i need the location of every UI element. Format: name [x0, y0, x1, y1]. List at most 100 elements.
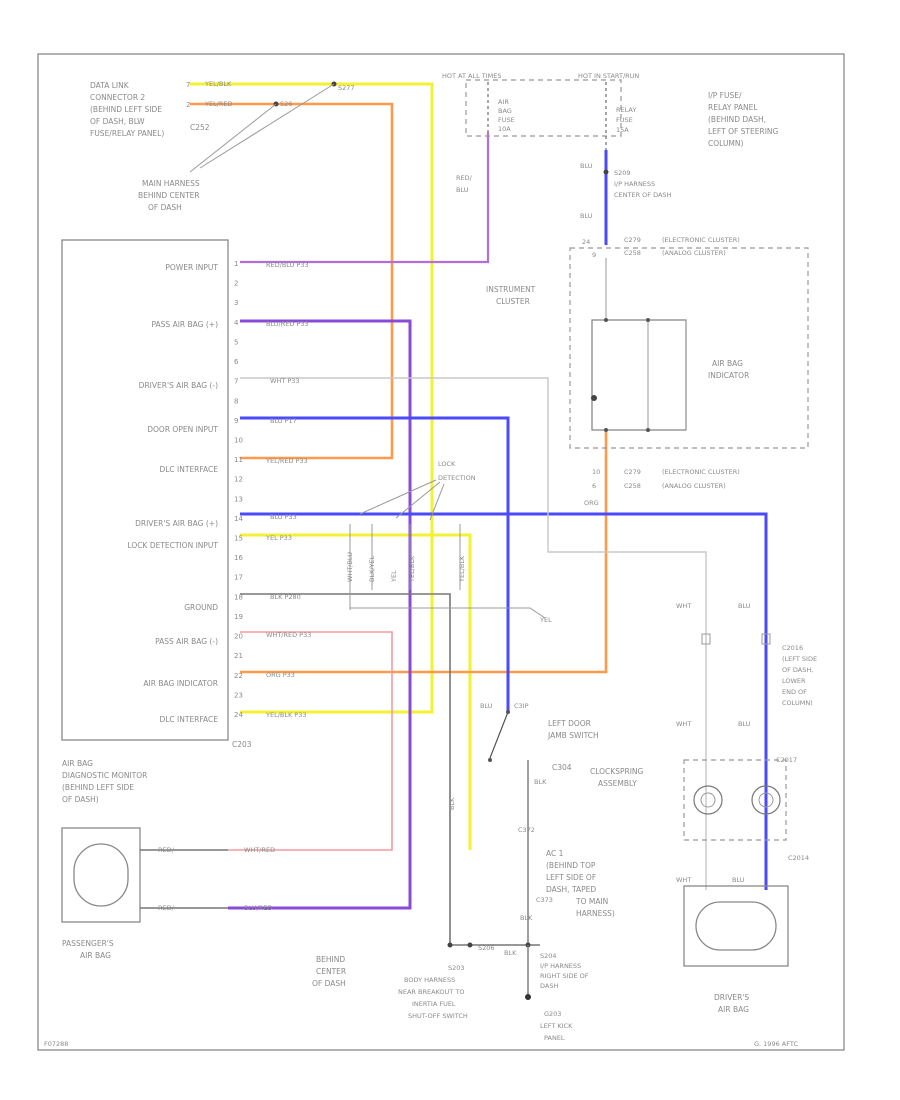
- monitor-wire-label: BLU/RED P33: [266, 320, 309, 328]
- pin-number: 17: [234, 574, 243, 582]
- c2016-pin-1: [701, 633, 711, 645]
- monitor-input-label: DLC INTERFACE: [159, 715, 218, 724]
- wire-blk-ground: [240, 593, 451, 945]
- monitor-wire-label: ORG P33: [266, 671, 295, 679]
- svg-text:INERTIA FUEL: INERTIA FUEL: [412, 1000, 456, 1008]
- c203-label: C203: [232, 740, 252, 749]
- pin-number: 15: [234, 535, 243, 543]
- pin-number: 1: [234, 260, 238, 268]
- air-bag-indicator-label: AIR BAG INDICATOR: [708, 359, 749, 380]
- svg-text:DETECTION: DETECTION: [438, 474, 476, 482]
- diagnostic-monitor-box: [61, 239, 229, 741]
- svg-text:AIR BAG: AIR BAG: [80, 951, 111, 960]
- clockspring-wires: WHT BLU: [676, 720, 751, 728]
- svg-text:CLOCKSPRING: CLOCKSPRING: [590, 767, 644, 776]
- svg-text:SHUT-OFF SWITCH: SHUT-OFF SWITCH: [408, 1012, 468, 1020]
- monitor-input-label: DRIVER'S AIR BAG (-): [139, 381, 218, 390]
- pin-number: 9: [234, 417, 238, 425]
- lock-leader-3: [429, 483, 445, 521]
- svg-text:AIR BAG: AIR BAG: [62, 759, 93, 768]
- g203-label: G203 LEFT KICK PANEL: [540, 1010, 573, 1042]
- clockspring-box: [683, 759, 787, 841]
- fuse-panel-label: I/P FUSE/ RELAY PANEL (BEHIND DASH, LEFT…: [708, 91, 779, 148]
- svg-text:LEFT DOOR: LEFT DOOR: [548, 719, 591, 728]
- svg-text:7: 7: [186, 81, 190, 89]
- svg-text:BLU: BLU: [738, 720, 751, 728]
- svg-text:LEFT KICK: LEFT KICK: [540, 1022, 573, 1030]
- svg-text:RED/: RED/: [158, 904, 175, 912]
- s206-label: S206: [478, 944, 495, 952]
- svg-text:WHT: WHT: [676, 602, 691, 610]
- svg-text:C3IP: C3IP: [514, 702, 529, 710]
- svg-text:BLU/RED: BLU/RED: [244, 904, 272, 912]
- clockspring-label: CLOCKSPRING ASSEMBLY: [590, 767, 644, 788]
- svg-text:RED/: RED/: [456, 174, 473, 182]
- svg-text:MAIN HARNESS: MAIN HARNESS: [142, 179, 200, 188]
- monitor-input-label: GROUND: [184, 603, 218, 612]
- pin-number: 3: [234, 299, 238, 307]
- svg-text:LOCK: LOCK: [438, 460, 456, 468]
- svg-text:YEL: YEL: [390, 570, 398, 583]
- acp-label: AC 1 (BEHIND TOP LEFT SIDE OF DASH, TAPE…: [546, 849, 615, 918]
- instrument-cluster-box: [569, 247, 809, 449]
- instrument-cluster-label: INSTRUMENT CLUSTER: [486, 285, 536, 306]
- pin-number: 16: [234, 554, 243, 562]
- driver-air-bag-icon: [695, 901, 777, 951]
- svg-text:YEL/RED: YEL/RED: [204, 100, 233, 108]
- svg-text:YEL/BLK: YEL/BLK: [408, 555, 416, 583]
- monitor-input-label: DLC INTERFACE: [159, 465, 218, 474]
- svg-text:OF DASH, BLW: OF DASH, BLW: [90, 117, 145, 126]
- svg-text:BLU: BLU: [480, 702, 493, 710]
- monitor-wire-label: BLU P17: [270, 417, 297, 425]
- monitor-input-label: PASS AIR BAG (-): [155, 637, 218, 646]
- svg-text:OF DASH,: OF DASH,: [782, 666, 813, 674]
- node-dot: [646, 318, 650, 322]
- svg-text:ASSEMBLY: ASSEMBLY: [598, 779, 637, 788]
- pin-number: 4: [234, 319, 239, 327]
- s204-label: S204 I/P HARNESS RIGHT SIDE OF DASH: [540, 952, 589, 990]
- pin-number: 7: [234, 378, 238, 386]
- svg-text:(LEFT SIDE: (LEFT SIDE: [782, 655, 817, 663]
- splice-dot-s209: [603, 169, 609, 175]
- svg-text:S204: S204: [540, 952, 557, 960]
- svg-text:(BEHIND LEFT SIDE: (BEHIND LEFT SIDE: [90, 105, 162, 114]
- svg-text:DATA LINK: DATA LINK: [90, 81, 130, 90]
- svg-text:BLK: BLK: [448, 797, 456, 810]
- blk-labels: BLK BLK BLK BLK: [448, 778, 547, 957]
- svg-text:LOWER: LOWER: [782, 677, 806, 685]
- blu-label-top: BLU: [580, 162, 593, 170]
- svg-text:INDICATOR: INDICATOR: [708, 371, 749, 380]
- monitor-wire-label: BLK P280: [270, 593, 301, 601]
- svg-text:(ELECTRONIC CLUSTER): (ELECTRONIC CLUSTER): [662, 236, 740, 244]
- svg-text:BLU: BLU: [738, 602, 751, 610]
- svg-text:10A: 10A: [498, 125, 511, 133]
- svg-text:OF DASH: OF DASH: [148, 203, 182, 212]
- svg-text:BODY HARNESS: BODY HARNESS: [404, 976, 455, 984]
- s209-label: S209 I/P HARNESS CENTER OF DASH: [614, 169, 672, 199]
- svg-text:I/P HARNESS: I/P HARNESS: [540, 962, 581, 970]
- monitor-input-label: AIR BAG INDICATOR: [143, 679, 218, 688]
- monitor-input-label: PASS AIR BAG (+): [152, 320, 219, 329]
- svg-text:BLU: BLU: [732, 876, 745, 884]
- svg-text:INSTRUMENT: INSTRUMENT: [486, 285, 536, 294]
- fuse-panel-box: [465, 79, 622, 137]
- svg-text:BAG: BAG: [498, 107, 512, 115]
- c2014-label: C2014: [788, 854, 809, 862]
- lock-detection-label: LOCK DETECTION: [438, 460, 476, 482]
- clockspring-coil-icon: [751, 785, 781, 815]
- pin-number: 23: [234, 691, 243, 699]
- splice-dot: [467, 942, 473, 948]
- cluster-connector-bottom: 10 6 C279 C258 (ELECTRONIC CLUSTER) (ANA…: [592, 468, 740, 490]
- svg-text:24: 24: [582, 238, 590, 246]
- svg-text:I/P FUSE/: I/P FUSE/: [708, 91, 742, 100]
- svg-text:JAMB SWITCH: JAMB SWITCH: [547, 731, 599, 740]
- door-jamb-switch: BLU C3IP LEFT DOOR JAMB SWITCH: [480, 702, 599, 762]
- shorting-bar-labels: WHT/BLU BLK/YEL YEL YEL/BLK YEL/BLK: [346, 552, 466, 583]
- monitor-label: AIR BAG DIAGNOSTIC MONITOR (BEHIND LEFT …: [62, 759, 147, 804]
- pin-number: 24: [234, 711, 243, 719]
- cluster-connector-top: 24 9 C279 C258 (ELECTRONIC CLUSTER) (ANA…: [582, 236, 740, 259]
- svg-text:C279: C279: [624, 468, 641, 476]
- svg-text:BEHIND CENTER: BEHIND CENTER: [138, 191, 200, 200]
- pin-number: 5: [234, 338, 238, 346]
